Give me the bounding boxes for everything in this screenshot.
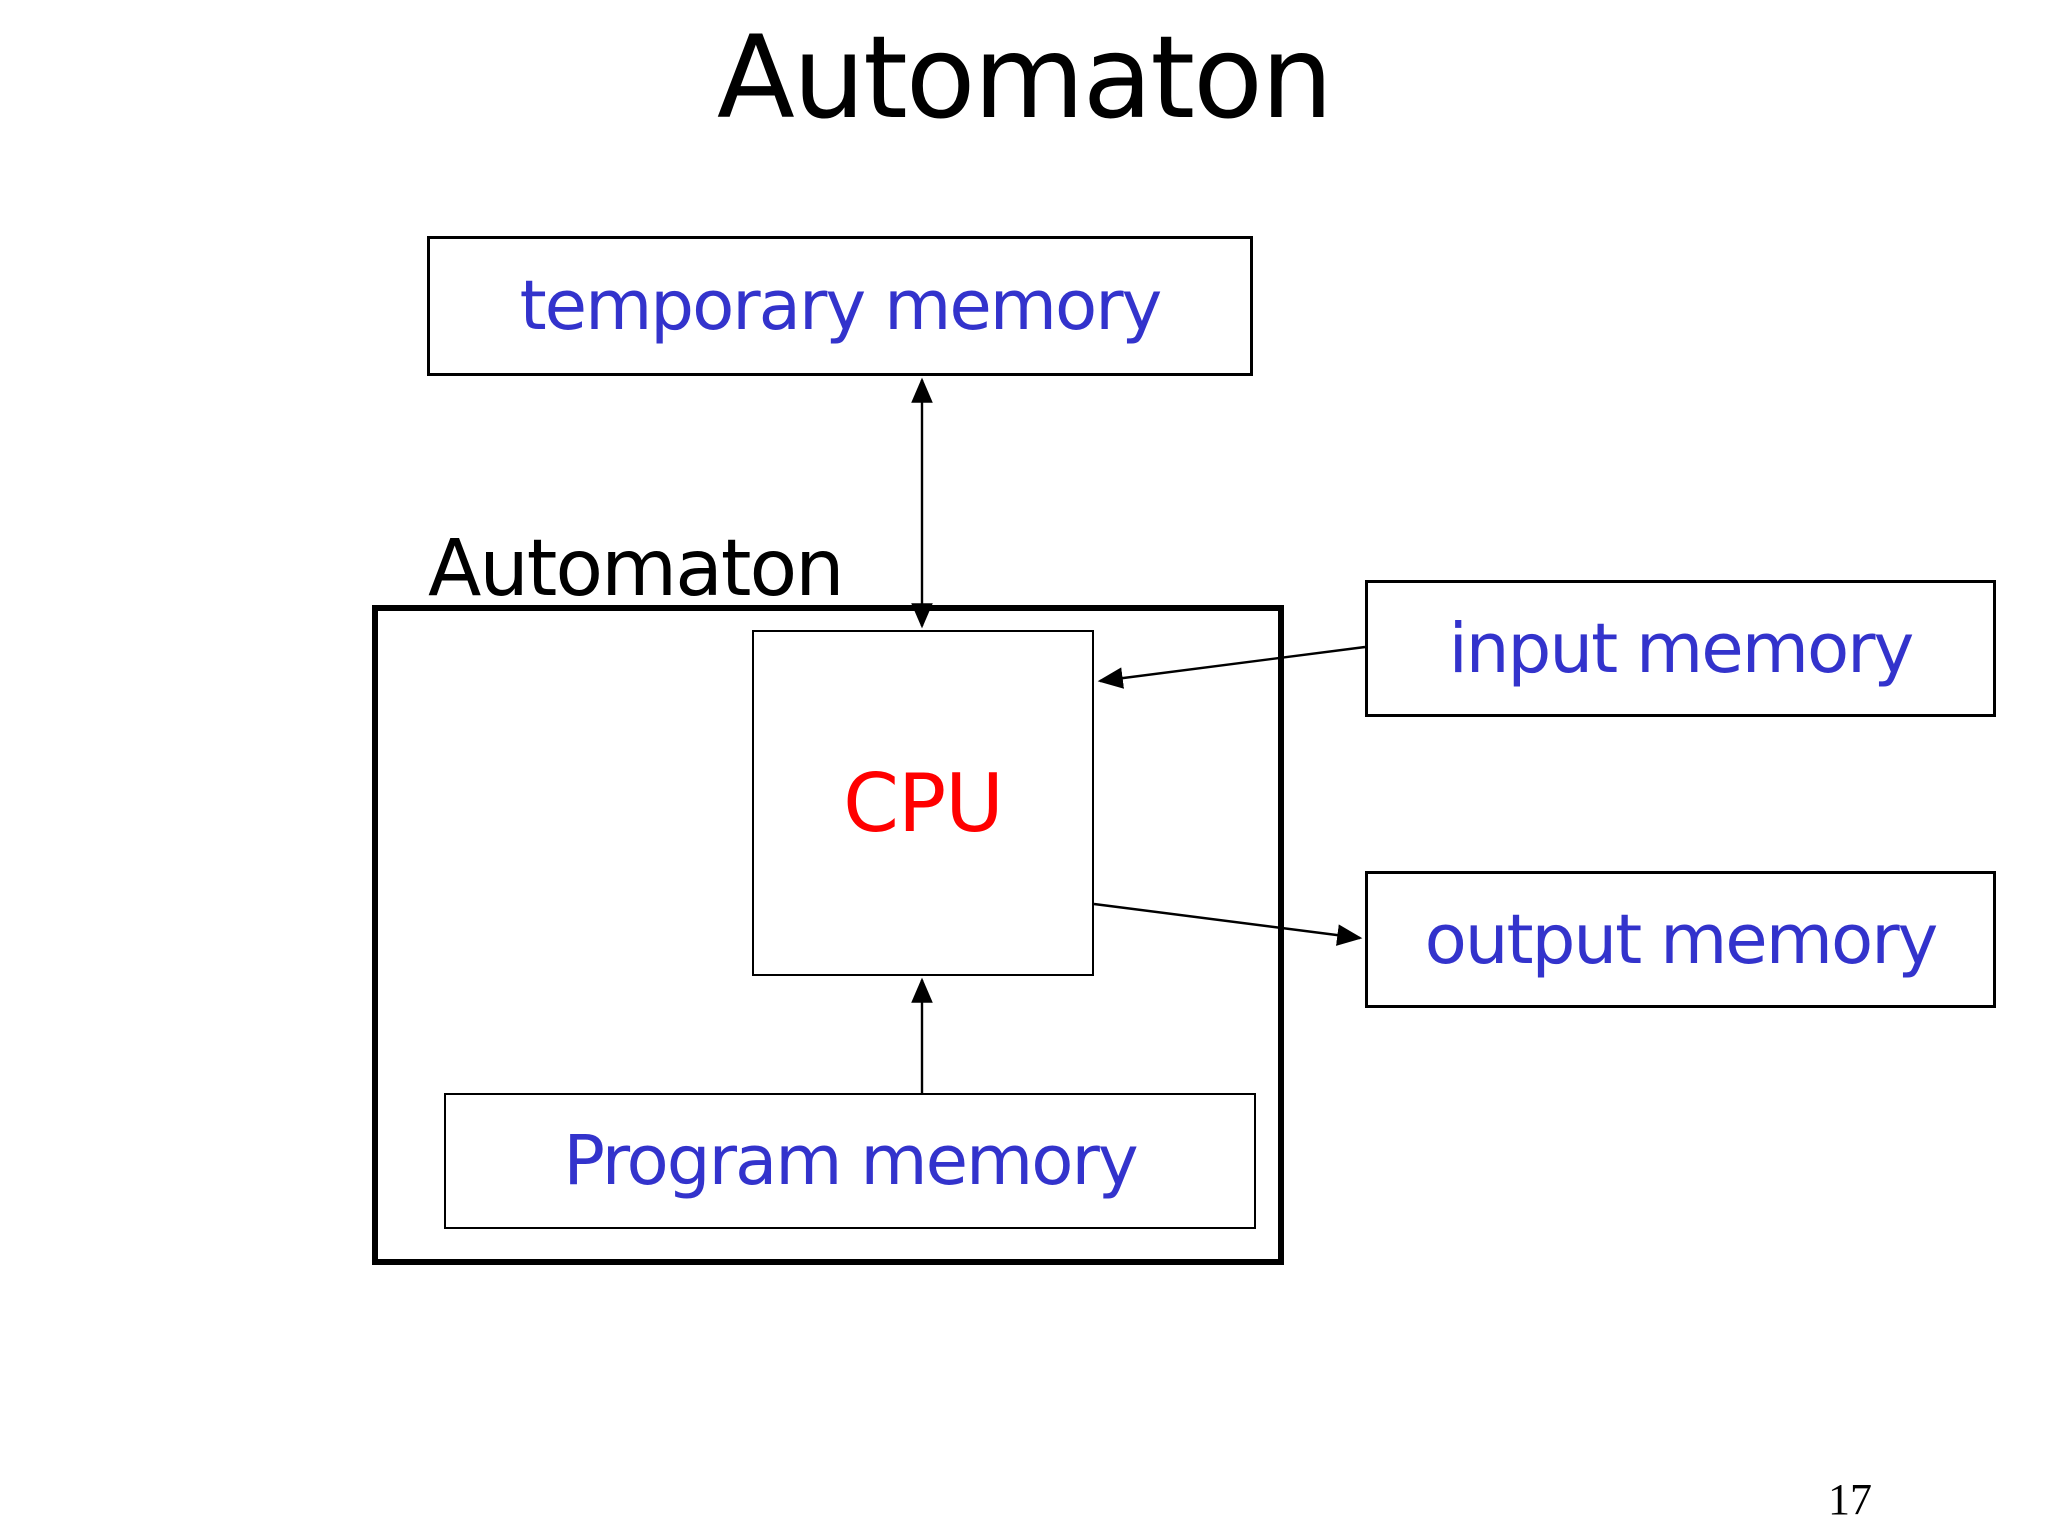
output-memory-box: output memory [1365,871,1996,1008]
cpu-box: CPU [752,630,1094,976]
automaton-container-label: Automaton [428,524,845,614]
output-memory-label: output memory [1424,899,1939,980]
temporary-memory-box: temporary memory [427,236,1253,376]
slide-title: Automaton [716,11,1333,144]
page-number: 17 [1828,1475,1872,1524]
program-memory-box: Program memory [444,1093,1256,1229]
program-memory-label: Program memory [563,1121,1138,1201]
input-memory-box: input memory [1365,580,1996,717]
cpu-label: CPU [843,756,1004,850]
temporary-memory-label: temporary memory [519,266,1163,346]
input-memory-label: input memory [1448,608,1915,689]
